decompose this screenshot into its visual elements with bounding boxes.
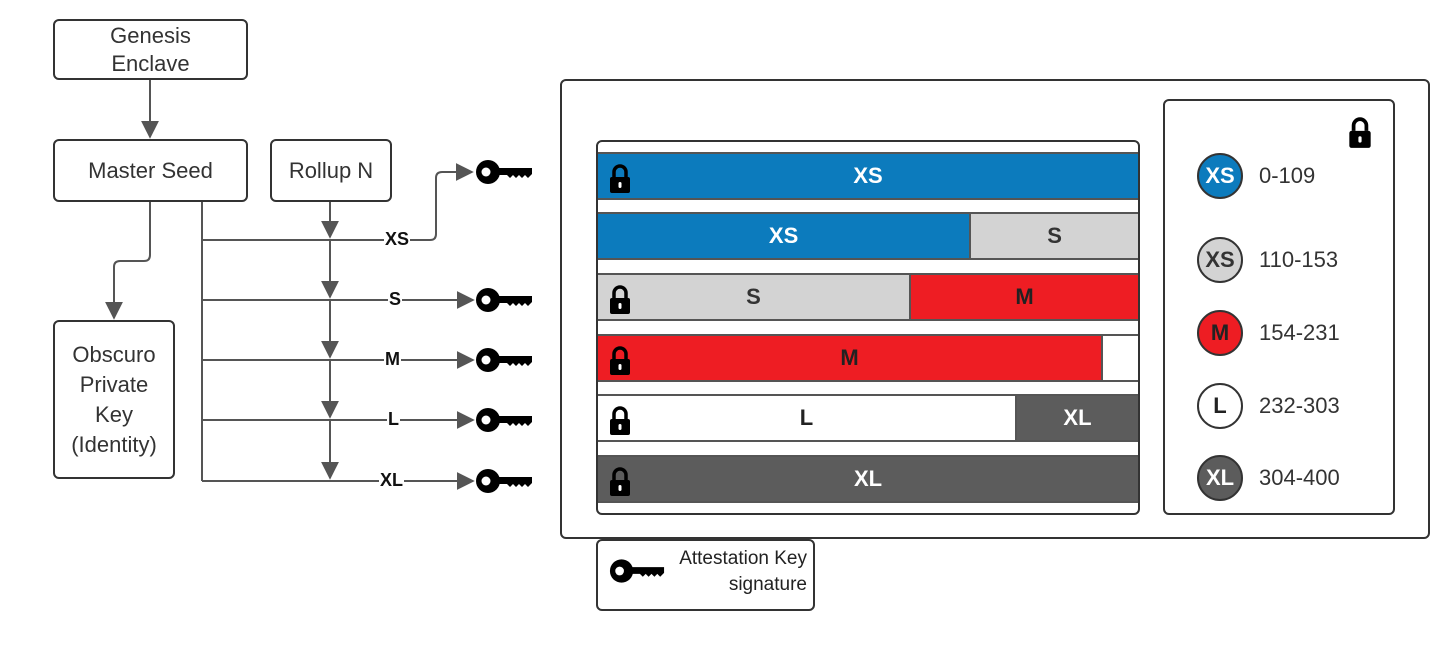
segment-label: M (840, 345, 859, 370)
legend-range: 232-303 (1259, 393, 1340, 418)
batch-row: L XL (598, 394, 1138, 442)
row-segment: S (598, 275, 911, 319)
key-icon (476, 288, 532, 312)
segment-label: XL (1063, 405, 1092, 430)
edge-label-l: L (387, 409, 400, 429)
legend-swatch: XS (1197, 153, 1243, 199)
legend-range: 154-231 (1259, 320, 1340, 345)
row-segment: XL (598, 457, 1138, 501)
edge-label-xl: XL (379, 470, 405, 490)
obscuro-private-key-box: Obscuro Private Key (Identity) (53, 320, 175, 479)
key-legend-line1: Attestation Key (679, 548, 807, 569)
lock-icon (610, 467, 630, 496)
segment-label: M (1015, 284, 1034, 309)
rollup-box: Rollup N (270, 139, 392, 202)
legend-range: 304-400 (1259, 465, 1340, 490)
edge-label-xs: XS (384, 229, 411, 249)
segment-label: XL (853, 466, 883, 491)
batch-row: XS (598, 152, 1138, 200)
batch-row: XS S (598, 212, 1138, 260)
batch-row: XL (598, 455, 1138, 503)
segment-label: S (1047, 223, 1062, 248)
legend-item: XS 110-153 (1197, 235, 1338, 285)
lock-icon (610, 285, 630, 314)
row-segment: XL (1016, 396, 1138, 440)
row-segment: XS (598, 214, 972, 258)
row-segment: S (971, 214, 1138, 258)
genesis-enclave-box: Genesis Enclave (53, 19, 248, 80)
row-segment: M (910, 275, 1138, 319)
lock-icon (610, 346, 630, 375)
legend-range: 0-109 (1259, 163, 1316, 188)
row-segment: XS (598, 154, 1138, 198)
edge-label-m: M (384, 349, 401, 369)
master-seed-label: Master Seed (88, 157, 213, 183)
segment-label: XS (853, 163, 883, 188)
key-icon (476, 160, 532, 184)
row-segment: L (598, 396, 1017, 440)
segment-label: S (746, 284, 761, 309)
legend-range: 110-153 (1259, 247, 1339, 272)
lock-icon (610, 406, 630, 435)
legend-item: M 154-231 (1197, 308, 1340, 358)
key-legend-box: Attestation Key signature (596, 539, 815, 611)
key-icon (609, 559, 665, 583)
legend-item: XL 304-400 (1197, 453, 1340, 503)
legend-swatch: XL (1197, 455, 1243, 501)
genesis-enclave-label: Genesis Enclave (110, 22, 191, 76)
edge-label-s: S (388, 289, 403, 309)
legend-item: L 232-303 (1197, 381, 1340, 431)
key-legend-line2: signature (728, 574, 807, 595)
legend-item: XS 0-109 (1197, 151, 1315, 201)
row-segment (1103, 336, 1138, 380)
batch-row: M (598, 334, 1138, 382)
segment-label: L (799, 405, 814, 430)
legend-swatch: XS (1197, 237, 1243, 283)
lock-icon (610, 164, 630, 193)
master-seed-box: Master Seed (53, 139, 248, 202)
legend-swatch: M (1197, 310, 1243, 356)
key-icon (476, 408, 532, 432)
legend-swatch: L (1197, 383, 1243, 429)
rollup-label: Rollup N (288, 157, 374, 183)
obscuro-private-key-label: Obscuro Private Key (Identity) (71, 341, 157, 457)
lock-icon (1349, 117, 1371, 148)
row-segment: M (598, 336, 1104, 380)
key-icon (476, 348, 532, 372)
segment-label: XS (768, 223, 799, 248)
key-legend-text: Attestation Key signature (679, 546, 807, 598)
key-icon (476, 469, 532, 493)
